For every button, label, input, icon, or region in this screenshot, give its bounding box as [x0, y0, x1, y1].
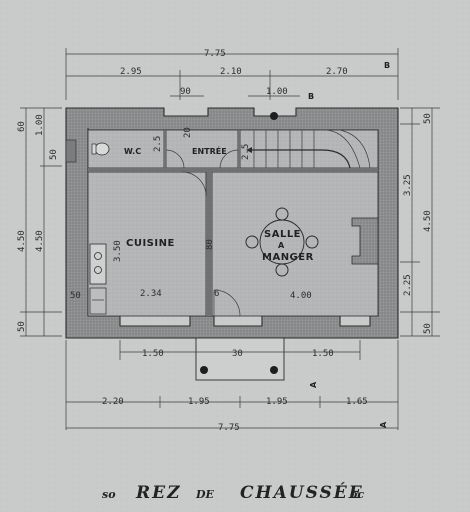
partition-cuisine-salle — [206, 172, 212, 316]
dim-entree-top: 20 — [183, 127, 193, 138]
doors — [165, 149, 241, 317]
dim-door-cuisine: 80 — [205, 239, 215, 250]
dim-bottom-inner-1: 1.50 — [142, 349, 164, 359]
dim-top-1: 2.95 — [120, 67, 142, 77]
dim-left-2: 1.00 — [35, 114, 45, 136]
dim-bottom-1: 2.20 — [102, 397, 124, 407]
top-dimensions: 7.75 2.95 2.10 2.70 90 1.00 B — [65, 48, 399, 101]
dining-table — [245, 207, 319, 277]
dim-right-3: 4.50 — [423, 210, 433, 232]
dim-right-4: 2.25 — [403, 274, 413, 296]
building-walls — [65, 107, 399, 339]
room-labels: W.C ENTRÉE CUISINE SALLE A MANGER — [124, 145, 314, 263]
room-label-wc: W.C — [124, 147, 141, 156]
dim-top-inner-1: 90 — [180, 87, 191, 97]
dim-top-2: 2.10 — [220, 67, 242, 77]
floor-stairs — [239, 129, 379, 169]
marker-a-bottom-right: A — [379, 421, 388, 428]
dim-left-1: 60 — [17, 121, 27, 132]
chimney-left-wall — [65, 139, 77, 163]
dim-overall-bottom: 7.75 — [218, 423, 240, 433]
dim-kitchen-left: 50 — [70, 291, 81, 301]
porch-steps — [195, 112, 285, 381]
dim-cuisine-depth: 3.50 — [113, 240, 123, 262]
dim-bottom-3: 1.95 — [266, 397, 288, 407]
floor-cuisine — [87, 171, 207, 317]
dim-wc-door: 2.5 — [153, 136, 163, 152]
floor-entree — [165, 129, 239, 169]
wc-fixture — [91, 142, 110, 156]
dim-salle-width: 4.00 — [290, 291, 312, 301]
dim-bottom-inner-3: 1.50 — [312, 349, 334, 359]
bottom-dimensions: 1.50 30 1.50 2.20 1.95 1.95 1.65 7.75 A … — [65, 61, 399, 433]
room-label-salle-3: MANGER — [262, 252, 314, 263]
dim-left-4: 4.50 — [17, 230, 27, 252]
dim-left-5: 4.50 — [35, 230, 45, 252]
partition-wc-entree — [164, 130, 166, 168]
dim-bottom-inner-2: 30 — [232, 349, 243, 359]
dim-top-3: 2.70 — [326, 67, 348, 77]
title-chaussee: CHAUSSÉE — [240, 482, 364, 503]
dim-door-salle: 6 — [214, 289, 219, 299]
dim-top-inner-2: 1.00 — [266, 87, 288, 97]
title-suffix: oc — [350, 488, 364, 501]
room-label-entree: ENTRÉE — [192, 145, 227, 156]
room-label-salle-1: SALLE — [264, 229, 301, 240]
dim-bottom-4: 1.65 — [346, 397, 368, 407]
kitchen-stove — [89, 243, 107, 315]
marker-b-top: B — [308, 92, 314, 101]
room-label-cuisine: CUISINE — [126, 238, 175, 249]
dim-overall-top: 7.75 — [204, 49, 226, 59]
dim-right-1: 50 — [423, 113, 433, 124]
dim-entree-door: 2.5 — [241, 144, 251, 160]
title-prefix: so — [102, 488, 116, 501]
title-de: DE — [195, 488, 215, 501]
drawing-title: so REZ DE CHAUSSÉE oc — [102, 482, 364, 503]
partition-horizontal — [88, 168, 378, 172]
right-dimensions: 50 3.25 4.50 2.25 50 — [400, 107, 440, 337]
dim-left-6: 50 — [17, 321, 27, 332]
room-label-salle-2: A — [278, 241, 285, 250]
dim-left-3: 50 — [49, 149, 59, 160]
dim-right-5: 50 — [423, 323, 433, 334]
staircase — [246, 129, 371, 169]
left-dimensions: 60 1.00 50 4.50 4.50 50 — [17, 107, 62, 337]
fireplace — [351, 217, 379, 265]
dim-bottom-2: 1.95 — [188, 397, 210, 407]
marker-b-right: B — [384, 61, 390, 70]
title-rez: REZ — [135, 483, 182, 503]
partition-entree-stairs — [238, 130, 240, 168]
dim-right-2: 3.25 — [403, 174, 413, 196]
dim-cuisine-width: 2.34 — [140, 289, 162, 299]
floor-salle — [211, 171, 379, 317]
interior-dimensions: 3.50 2.34 4.00 50 80 6 2.5 2.5 20 — [70, 127, 312, 301]
marker-a-bottom: A — [309, 381, 318, 388]
